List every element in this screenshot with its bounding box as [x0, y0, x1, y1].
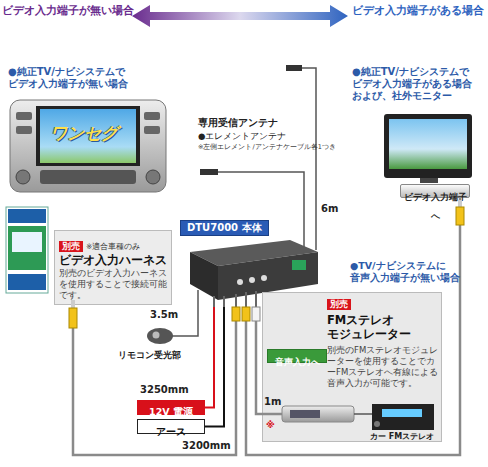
banner-text: ビデオ入力端子がある場合: [352, 3, 488, 18]
plug-tip: [71, 300, 75, 308]
modulator-body: [282, 406, 354, 422]
button: [144, 112, 160, 120]
jack: [237, 279, 243, 285]
plug-body: [232, 307, 240, 321]
monitor-stand: [420, 178, 438, 183]
plug-body: [252, 307, 260, 321]
power-label: 12V 電源: [137, 400, 205, 415]
box-note: ※適合車種のみ: [86, 242, 140, 251]
box-text: 12V 電源: [149, 406, 193, 417]
fm-modulator: [262, 406, 372, 422]
jack: [292, 260, 306, 270]
jack: [261, 275, 267, 281]
button: [144, 126, 160, 134]
package-window: [12, 232, 42, 252]
ground-wire: [205, 307, 224, 427]
monitor-frame: [384, 114, 472, 178]
harness-package: [6, 207, 48, 293]
screen-logo: ワンセグ: [50, 122, 134, 145]
button: [16, 126, 32, 134]
plug-body: [69, 308, 77, 328]
accessory-box: 別売※適合車種のみビデオ入力ハーネス別売のビデオ入力ハーネスを使用することで接続…: [54, 230, 172, 305]
video-cable: [246, 198, 460, 455]
ground-label: アース: [137, 419, 205, 434]
direction-arrow: [132, 5, 348, 27]
tuner-side: [190, 252, 218, 300]
remote-cable: [172, 290, 198, 336]
head-unit: [10, 100, 166, 192]
stereo-body: [372, 404, 434, 430]
part-note: ●エレメントアンテナ: [198, 131, 318, 143]
part-note: ※左側エレメント/アンテナケーブル各1つき: [198, 143, 358, 152]
box-text: アース: [156, 426, 186, 437]
dimension: 3250mm: [140, 384, 200, 395]
part-name: 専用受信アンテナ: [198, 116, 308, 130]
package-band: [8, 226, 46, 270]
remote-body: [147, 328, 173, 344]
banner-text: ビデオ入力端子が無い場合: [2, 3, 142, 18]
rca-plug: [456, 200, 464, 225]
antenna-element: [200, 169, 218, 175]
plug-body: [242, 307, 250, 321]
box-note: FMステレオ モジュレーター: [327, 313, 439, 341]
dimension: 6m: [321, 203, 351, 214]
stereo-display: [382, 409, 422, 417]
disc-slot: [40, 170, 136, 184]
box-text: 音声入力へ: [275, 357, 320, 367]
case-heading: ●純正TV/ナビシステムで ビデオ入力端子がある場合 および、社外モニター: [352, 66, 488, 102]
cable-stub: [214, 291, 256, 307]
port-label: ビデオ入力端子へ: [400, 184, 470, 198]
package: [6, 207, 48, 293]
box-text: DTU7000 本体: [180, 220, 269, 236]
package-band: [8, 274, 46, 290]
rca-plug: [69, 300, 77, 328]
knob: [146, 170, 160, 184]
case-heading: ●純正TV/ナビシステムで ビデオ入力端子が無い場合: [8, 66, 158, 90]
antenna-cable: [218, 172, 304, 252]
box-heading: ビデオ入力ハーネス: [59, 253, 167, 268]
box-body: 別売のビデオ入力ハーネスを使用することで接続可能です。: [59, 268, 167, 301]
case-heading: ●TV/ナビシステムに 音声入力端子が無い場合: [350, 260, 488, 284]
dimension: 3.5m: [150, 309, 190, 320]
port-label: 音声入力へ: [267, 349, 327, 363]
plug-body: [456, 207, 464, 225]
button: [16, 112, 32, 120]
monitor: [384, 114, 472, 183]
knob: [16, 170, 30, 184]
screen-frame: [36, 106, 140, 166]
screen: [40, 109, 136, 163]
box-tag: 別売: [59, 241, 83, 252]
antenna-element: [286, 65, 302, 71]
dimension: 3200mm: [182, 440, 242, 451]
box-heading: 別売のFMステレオモジュレーターを使用することでカーFMステレオへ有線による音声…: [327, 345, 439, 389]
remote-lens: [153, 332, 160, 339]
accessory-box: 別売 FMステレオ モジュレーター別売のFMステレオモジュレーターを使用することで…: [262, 292, 442, 442]
box-tag: 別売: [327, 299, 351, 310]
audio-cable: [262, 413, 282, 416]
stereo-knob: [374, 421, 380, 427]
box-text: ビデオ入力端子へ: [404, 192, 467, 221]
video-cable: [73, 305, 236, 455]
plug-tip: [458, 200, 462, 207]
car-stereo: [372, 404, 434, 430]
modulator-panel: [290, 410, 320, 418]
package-band: [8, 209, 46, 223]
part-name: リモコン受光部: [118, 349, 198, 362]
antenna-cable: [354, 413, 372, 415]
head-unit-body: [10, 100, 166, 192]
monitor-screen: [389, 119, 467, 169]
power-wire: [205, 307, 214, 408]
jack: [249, 277, 255, 283]
